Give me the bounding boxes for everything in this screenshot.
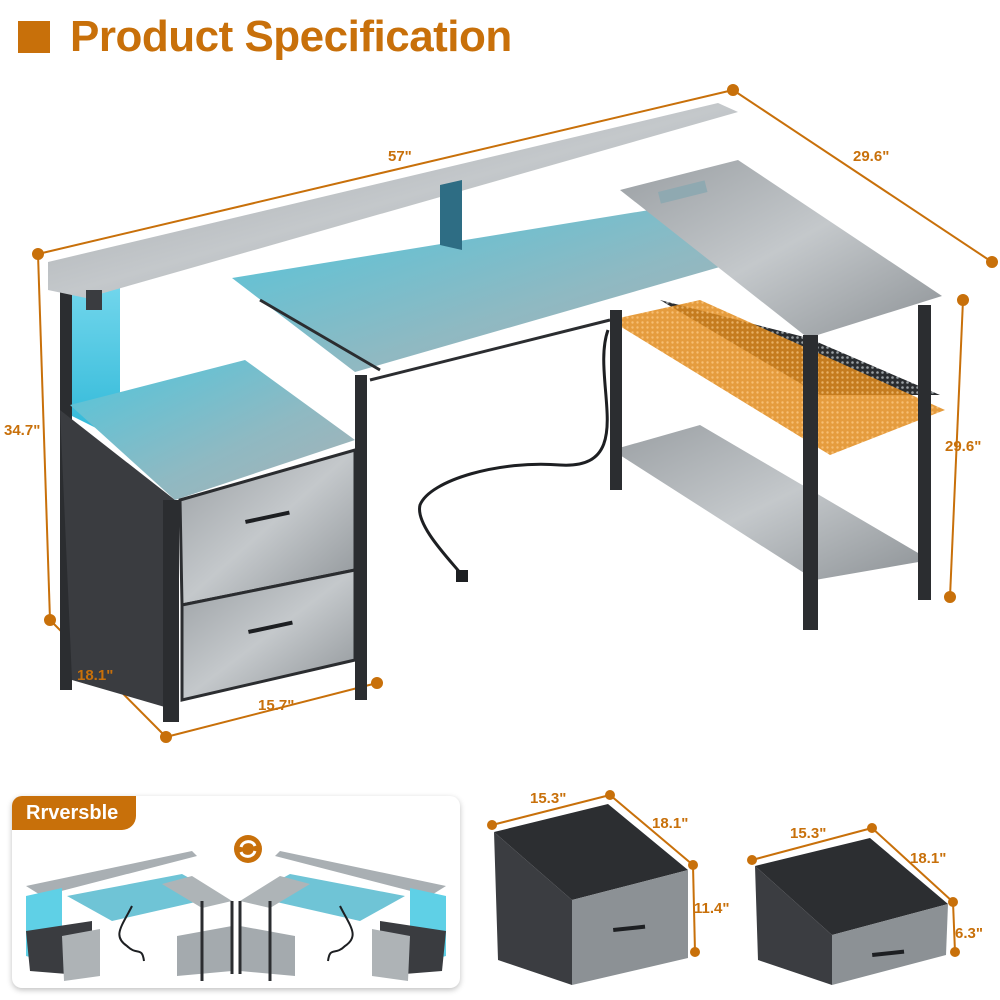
dimension-height: 34.7": [4, 422, 41, 439]
reversible-badge: Rrversble: [12, 796, 137, 830]
title-square-icon: [18, 21, 50, 53]
drawer-small-height: 6.3": [955, 925, 983, 942]
swap-arrows-icon: [234, 835, 262, 863]
drawer-large-depth: 18.1": [652, 815, 689, 832]
drawer-large-width: 15.3": [530, 790, 567, 807]
title-text: Product Specification: [70, 12, 512, 61]
desk-right-orientation: [238, 851, 446, 981]
dimension-depth-return: 29.6": [853, 148, 890, 165]
drawer-large-height: 11.4": [694, 900, 730, 917]
dimension-shelf-height: 29.6": [945, 438, 982, 455]
large-drawer-illustration: [494, 804, 688, 985]
dimension-cabinet-width: 15.7": [258, 697, 295, 714]
small-drawer-illustration: [755, 838, 948, 985]
page-title: Product Specification: [18, 12, 512, 62]
drawer-small-depth: 18.1": [910, 850, 947, 867]
dimension-lines: [32, 84, 998, 743]
dimension-cabinet-depth: 18.1": [77, 667, 114, 684]
drawers-illustration: [487, 790, 960, 985]
reversible-desk-illustrations: [26, 835, 446, 981]
reversible-card: Rrversble: [12, 796, 460, 988]
desk-left-orientation: [26, 851, 234, 981]
dimension-width: 57": [388, 148, 412, 165]
drawer-small-width: 15.3": [790, 825, 827, 842]
